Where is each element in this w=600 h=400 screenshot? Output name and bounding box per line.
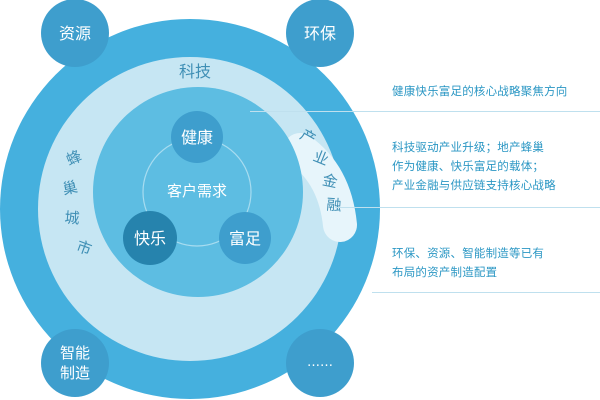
divider-3 (372, 292, 600, 293)
bubble-environment-label: 环保 (304, 24, 336, 43)
ring-right-char-4: 融 (326, 195, 342, 214)
bubble-smart-line2: 制造 (60, 364, 90, 382)
node-happy (123, 211, 177, 265)
ring-label-technology: 科技 (179, 62, 211, 81)
divider-1 (250, 111, 600, 112)
description-drivers: 科技驱动产业升级；地产蜂巢 作为健康、快乐富足的载体； 产业金融与供应链支持核心… (392, 138, 592, 195)
industry-finance-capsule (283, 133, 357, 242)
ring-left-char-4: 市 (74, 237, 94, 259)
ring-right-char-3: 金 (321, 171, 339, 192)
desc-2-line-3: 产业金融与供应链支持核心战略 (392, 178, 556, 192)
center-label: 客户需求 (167, 182, 227, 200)
desc-3-line-1: 环保、资源、智能制造等已有 (392, 246, 545, 260)
desc-1-line-1: 健康快乐富足的核心战略聚焦方向 (392, 84, 568, 98)
node-health-label: 健康 (181, 128, 213, 147)
ring-left-char-3: 城 (64, 208, 81, 227)
ring-left-char-2: 巢 (61, 178, 79, 199)
bubble-smart-line1: 智能 (60, 344, 90, 362)
desc-2-line-2: 作为健康、快乐富足的载体； (392, 159, 545, 173)
description-core-strategy: 健康快乐富足的核心战略聚焦方向 (392, 82, 592, 101)
desc-3-line-2: 布局的资产制造配置 (392, 265, 498, 279)
node-health (171, 111, 223, 163)
node-wealth (219, 212, 271, 264)
bubble-resources-label: 资源 (59, 24, 91, 43)
bubble-smart-manufacturing (41, 329, 109, 397)
ring-left-char-1: 蜂 (64, 147, 85, 169)
node-happy-label: 快乐 (134, 229, 166, 248)
bubble-resources (41, 0, 109, 67)
divider-2 (335, 207, 600, 208)
node-wealth-label: 富足 (229, 229, 261, 248)
bubble-more-label: …… (307, 355, 333, 370)
desc-2-line-1: 科技驱动产业升级；地产蜂巢 (392, 140, 545, 154)
bubble-environment (286, 0, 354, 67)
bubble-more (286, 329, 354, 397)
ring-right-char-2: 业 (311, 147, 332, 169)
description-assets: 环保、资源、智能制造等已有 布局的资产制造配置 (392, 244, 592, 282)
